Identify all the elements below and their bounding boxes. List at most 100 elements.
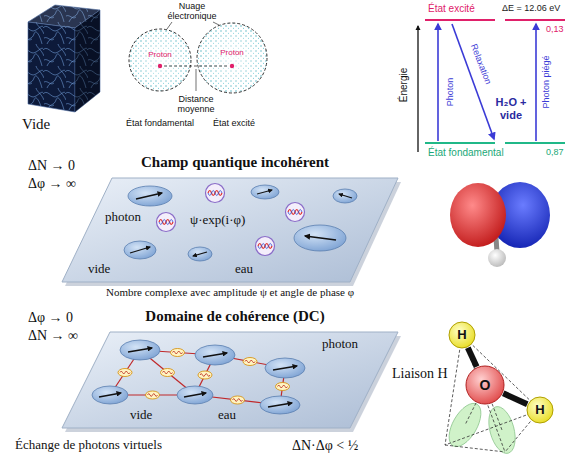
- incoherent-field-art-part: [257, 190, 272, 194]
- bond-label: Liaison H: [392, 366, 448, 382]
- oxygen-atom: O: [465, 365, 505, 405]
- photon-label: photon: [322, 337, 358, 352]
- electron-cloud: Proton: [196, 22, 268, 94]
- electron-cloud: Proton: [128, 28, 192, 92]
- atom-sphere: [527, 397, 553, 423]
- energy-diagram-part: [452, 24, 494, 139]
- electron-cloud-art-part: [230, 64, 234, 68]
- incoherent-field-art-part: [136, 193, 162, 199]
- level-label: État excité: [428, 3, 475, 15]
- incoherent-field-panel-outline: [60, 176, 400, 284]
- coherence-domain-art-part: [177, 386, 213, 404]
- electron-cloud-outline: [128, 28, 192, 92]
- incoherent-field-art-part: [286, 203, 305, 222]
- energy-gap: ΔE = 12.06 eV: [502, 3, 560, 13]
- axis-label: Énergie: [398, 68, 410, 102]
- incoherent-field-art-part: [333, 189, 357, 203]
- tetrahedral-water: [443, 335, 540, 456]
- energy-diagram-part: [505, 142, 565, 144]
- electron-cloud-art: [129, 22, 267, 93]
- water-orbital-part: [450, 183, 506, 247]
- incoherent-field-art-part: [128, 186, 172, 206]
- incoherent-field-art-part: [256, 237, 275, 256]
- incoherent-field-art-part: [206, 184, 225, 203]
- vacuum-cube-part: [28, 5, 100, 28]
- coherence-domain-art-part: [203, 353, 227, 357]
- vacuum-label: vide: [88, 262, 110, 277]
- state-label: État fondamental: [126, 118, 194, 128]
- electron-cloud-outline: [196, 22, 268, 94]
- uncertainty-label: Δφ → 0: [28, 310, 73, 326]
- uncertainty-label: Δφ → ∞: [28, 176, 76, 192]
- tetrahedral-water-part: [484, 404, 520, 457]
- coherence-domain-panel: Domaine de cohérence (DC)photonvideeauÉc…: [60, 330, 400, 430]
- atom-sphere: [466, 366, 504, 404]
- panel-outline: [62, 178, 398, 282]
- coherence-domain-art-part: [128, 348, 152, 352]
- energy-diagram-part: [417, 26, 418, 152]
- coherence-domain-art-part: [184, 393, 206, 397]
- energy-diagram-part: [437, 24, 439, 141]
- incoherent-field-art-part: [62, 178, 398, 282]
- atom-symbol: H: [457, 328, 466, 343]
- water-orbital: [450, 182, 550, 267]
- coherence-domain-art-part: [171, 349, 185, 357]
- panel-heading: Champ quantique incohérent: [141, 154, 329, 171]
- incoherent-field-art-part: [339, 194, 352, 198]
- coherence-domain-art-part: [92, 386, 128, 404]
- incoherent-field-art-part: [251, 185, 279, 199]
- tetrahedral-water-part-part: [462, 335, 505, 452]
- atom-symbol: H: [535, 403, 544, 418]
- electron-cloud-art-part: [158, 64, 162, 68]
- tetrahedral-water-part-part: [445, 445, 505, 452]
- energy-diagram-part: [505, 19, 565, 21]
- incoherent-field-art-part: [130, 247, 150, 253]
- electron-cloud-art-part: [129, 29, 191, 91]
- panel-outline: [62, 332, 398, 428]
- water-label: eau: [218, 408, 236, 423]
- figure-label: Vide: [22, 116, 50, 133]
- atom-symbol: O: [480, 377, 491, 393]
- state-label: État excité: [213, 118, 255, 128]
- incoherent-field-art-part: [188, 247, 212, 261]
- coherence-domain-art-part: [276, 383, 290, 391]
- formula: ψ·exp(i·φ): [190, 213, 245, 228]
- water-orbital-part: [488, 249, 506, 267]
- hydrogen-atom: H: [526, 396, 554, 424]
- tetrahedral-water-part: [445, 335, 540, 452]
- electron-cloud-art-part: [129, 29, 191, 91]
- energy-diagram-part: [425, 142, 495, 144]
- electron-cloud-art-part: [213, 22, 219, 25]
- incoherent-field-art-part: [294, 225, 346, 251]
- cloud-boundary: [197, 23, 267, 93]
- cloud-boundary: [129, 29, 191, 91]
- water-label: eau: [235, 262, 253, 277]
- vacuum-label: vide: [130, 408, 152, 423]
- coherence-domain-art-part: [161, 369, 175, 377]
- energy-diagram: [418, 20, 565, 152]
- energy-diagram-part: [425, 19, 495, 21]
- panel-caption: Échange de photons virtuels: [15, 438, 162, 453]
- coherence-domain-art-part: [231, 396, 245, 404]
- electron-cloud-art-part: [197, 23, 267, 93]
- incoherent-field-art-part: [157, 213, 176, 232]
- electron-cloud-art-part: [196, 69, 197, 91]
- vacuum-cube-part: [28, 22, 75, 112]
- electron-cloud-art-part: [197, 23, 267, 93]
- coherence-domain-art-part: [118, 369, 132, 377]
- bond-line: [503, 393, 527, 404]
- coherence-domain-art-part: [198, 371, 212, 379]
- incoherent-field-art-part: [305, 236, 336, 240]
- vacuum-cube: [28, 5, 100, 112]
- coherence-domain-art-part: [195, 345, 235, 365]
- system-label: H₂O + vide: [492, 96, 530, 122]
- coherence-domain-art-part: [146, 391, 160, 399]
- uncertainty-label: ΔN·Δφ < ½: [292, 438, 358, 454]
- tetrahedral-water-part-part: [462, 335, 540, 410]
- photon-label: photon: [105, 210, 141, 225]
- uncertainty-label: ΔN → 0: [28, 158, 75, 174]
- arrow-label: Photon piégé: [541, 55, 551, 108]
- incoherent-field-art: [62, 178, 401, 286]
- incoherent-field-art-part: [193, 252, 207, 256]
